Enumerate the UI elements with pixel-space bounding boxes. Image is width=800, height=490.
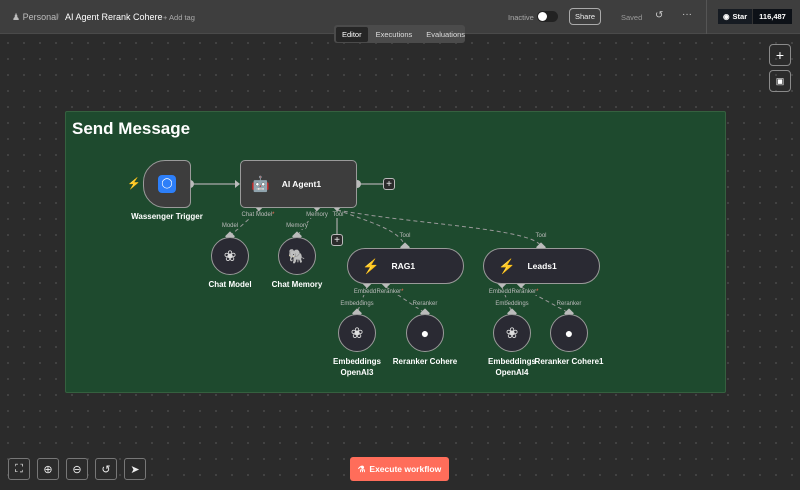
openai-icon: ❀ [505, 325, 519, 342]
chat-memory-node[interactable]: 🐘 [278, 237, 316, 275]
fit-view-button[interactable]: ⛶ [8, 458, 30, 480]
port-label-rer2-in: Reranker [556, 301, 582, 307]
zoom-in-button[interactable]: ⊕ [37, 458, 59, 480]
history-icon[interactable]: ↺ [655, 10, 664, 21]
port-label-emb1-in: Embeddings [340, 301, 374, 307]
openai-icon: ❀ [223, 248, 237, 265]
port-label-leads-embed: Embedd [488, 289, 512, 295]
execute-workflow-button[interactable]: ⚗Execute workflow [350, 457, 449, 481]
add-tool-button[interactable]: + [331, 234, 343, 246]
add-tag-link[interactable]: + Add tag [163, 13, 195, 22]
port-label-tool: Tool [332, 212, 344, 218]
wassenger-trigger-node[interactable]: ◯ [143, 160, 191, 208]
embeddings-openai4-node[interactable]: ❀ [493, 314, 531, 352]
zoom-out-button[interactable]: ⊖ [66, 458, 88, 480]
port-label-emb2-in: Embeddings [495, 301, 529, 307]
ai-agent-node[interactable]: 🤖 AI Agent1 [240, 160, 357, 208]
input-arrow [235, 180, 240, 188]
more-options-icon[interactable]: ··· [682, 9, 692, 20]
wassenger-icon: ◯ [158, 175, 176, 193]
undo-icon: ↺ [101, 463, 111, 476]
tidy-up-button[interactable]: ➤ [124, 458, 146, 480]
reset-zoom-button[interactable]: ↺ [95, 458, 117, 480]
github-star-count: 116,487 [752, 9, 792, 24]
port-label-leads-tool: Tool [535, 233, 547, 239]
zoom-out-icon: ⊖ [72, 463, 82, 476]
tab-editor[interactable]: Editor [336, 26, 368, 42]
github-icon: ◉ [723, 12, 730, 21]
reranker-cohere1-label: Reranker Cohere1 [534, 357, 604, 366]
port-label-memory: Memory [306, 212, 328, 218]
connection-embed-1 [356, 286, 368, 314]
port-label-chat-model: Chat Model* [241, 212, 275, 218]
view-tabs: Editor Executions Evaluations [334, 25, 465, 43]
chat-model-label: Chat Model [208, 280, 252, 289]
connection-tool-leads [336, 209, 542, 247]
reranker-cohere-node[interactable]: ● [406, 314, 444, 352]
breadcrumb-separator: / [57, 12, 60, 22]
sticky-note-title: Send Message [72, 119, 191, 138]
user-icon: ♟ [12, 12, 21, 22]
embeddings-openai3-node[interactable]: ❀ [338, 314, 376, 352]
chat-memory-label: Chat Memory [271, 280, 323, 289]
header-divider [706, 0, 707, 34]
workflow-name[interactable]: AI Agent Rerank Cohere [65, 12, 163, 22]
connection-tool-rag [336, 209, 406, 247]
supabase-icon: ⚡ [498, 257, 516, 274]
reranker-cohere1-node[interactable]: ● [550, 314, 588, 352]
project-name: Personal [22, 12, 59, 22]
connection-embed-2 [501, 286, 513, 314]
flask-icon: ⚗ [357, 463, 366, 474]
port-label-memory-in: Memory [286, 223, 308, 229]
active-status-label: Inactive [508, 13, 534, 22]
trigger-lightning-icon: ⚡ [127, 178, 141, 190]
robot-icon: 🤖 [251, 176, 270, 193]
leads1-label: Leads1 [527, 261, 557, 271]
plus-icon: + [775, 47, 785, 63]
add-output-node-button[interactable]: + [383, 178, 395, 190]
leads1-node[interactable]: ⚡ Leads1 [483, 248, 600, 284]
fullscreen-icon: ⛶ [15, 462, 23, 475]
tab-executions[interactable]: Executions [375, 29, 413, 39]
rag1-label: RAG1 [391, 261, 416, 271]
supabase-icon: ⚡ [362, 257, 380, 274]
chat-model-node[interactable]: ❀ [211, 237, 249, 275]
port-label-leads-reranker: Reranker* [511, 289, 539, 295]
project-breadcrumb[interactable]: ♟ Personal [12, 12, 58, 23]
cohere-icon: ● [420, 325, 430, 341]
execute-workflow-label: Execute workflow [369, 464, 442, 474]
share-button[interactable]: Share [569, 8, 601, 25]
port-label-rag-reranker: Reranker* [376, 289, 404, 295]
rag1-node[interactable]: ⚡ RAG1 [347, 248, 464, 284]
reranker-cohere-label: Reranker Cohere [392, 357, 458, 366]
wassenger-trigger-label: Wassenger Trigger [131, 212, 203, 221]
github-star-button[interactable]: ◉Star 116,487 [718, 9, 792, 24]
openai-icon: ❀ [350, 325, 364, 342]
ai-agent-label: AI Agent1 [281, 179, 322, 189]
saved-status: Saved [621, 13, 643, 22]
github-star-label: Star [732, 12, 748, 21]
port-label-rer1-in: Reranker [412, 301, 438, 307]
cursor-icon: ➤ [130, 463, 140, 476]
port-label-model-in: Model [221, 223, 239, 229]
port-label-rag-tool: Tool [399, 233, 411, 239]
tab-evaluations[interactable]: Evaluations [426, 29, 466, 39]
postgres-icon: 🐘 [288, 247, 306, 264]
sticky-note-icon: ▣ [775, 75, 785, 86]
active-toggle[interactable] [537, 11, 558, 22]
zoom-in-icon: ⊕ [43, 463, 53, 476]
cohere-icon: ● [564, 325, 574, 341]
add-node-button[interactable]: + [769, 44, 791, 66]
port-label-rag-embed: Embedd [353, 289, 377, 295]
top-header: ♟ Personal / AI Agent Rerank Cohere + Ad… [0, 0, 800, 34]
add-sticky-button[interactable]: ▣ [769, 70, 791, 92]
